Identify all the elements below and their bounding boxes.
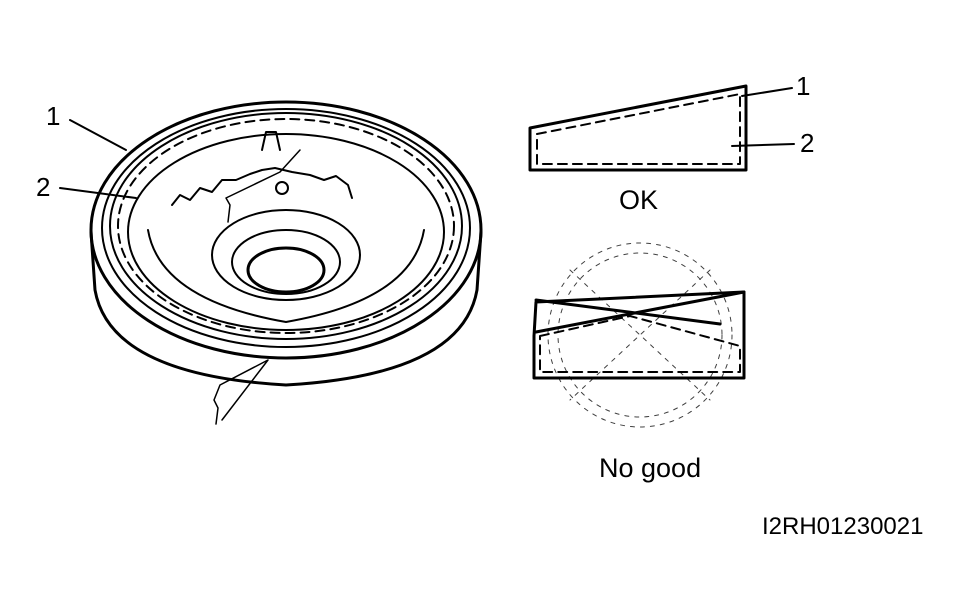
drum-illustration — [59, 100, 483, 425]
section-cut-lower — [213, 359, 269, 425]
leader-line-left-1 — [69, 119, 127, 151]
drum-rim-ring-2 — [109, 112, 463, 340]
drum-rim-ring-1 — [101, 108, 471, 348]
ok-section-figure — [528, 84, 795, 172]
leader-line-right-2 — [731, 143, 795, 147]
inner-serrated-collar — [171, 167, 353, 206]
caption-ok: OK — [619, 185, 658, 215]
caption-no-good: No good — [599, 453, 701, 483]
drum-outer-rim — [89, 100, 483, 360]
callout-right-1: 1 — [796, 71, 810, 101]
no-good-cross-line-a — [534, 298, 722, 326]
ok-seal-dashed — [536, 93, 741, 165]
hub-outer — [211, 209, 361, 301]
callout-left-2: 2 — [36, 172, 50, 202]
no-good-seal-dashed — [539, 315, 741, 373]
drum-inner-rim — [127, 133, 445, 331]
hub-small-hole — [275, 181, 289, 195]
no-good-section-figure — [532, 242, 746, 428]
hub-middle — [231, 229, 341, 295]
no-good-cross-line-b — [534, 290, 746, 334]
drum-outer-wall — [89, 230, 483, 387]
leader-line-left-2 — [59, 187, 137, 199]
seal-dashed-line — [117, 118, 455, 334]
no-good-section-outline — [532, 290, 746, 380]
inner-key-tab — [261, 131, 281, 151]
no-good-mark — [547, 242, 733, 428]
drum-inner-floor — [147, 229, 425, 323]
leader-line-right-1 — [741, 87, 793, 97]
ok-section-outline — [528, 84, 748, 172]
figure-code: I2RH01230021 — [762, 513, 923, 540]
callout-left-1: 1 — [46, 101, 60, 131]
callout-right-2: 2 — [800, 128, 814, 158]
section-cut-upper — [225, 149, 301, 223]
hub-bore — [246, 246, 326, 294]
